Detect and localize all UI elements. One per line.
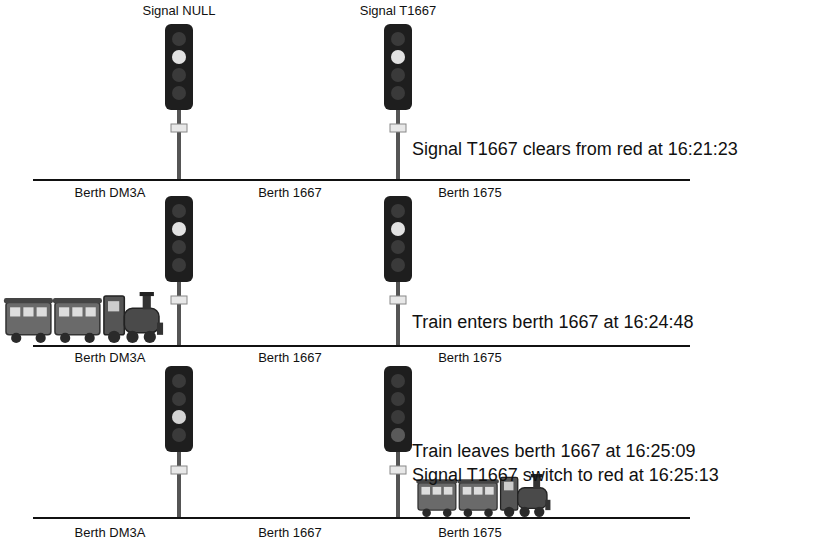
- berth-name: Berth 1667: [258, 351, 322, 365]
- event-note: Signal T1667 clears from red at 16:21:23: [412, 140, 738, 160]
- train-icon: [4, 292, 163, 343]
- signal-post: [165, 196, 412, 346]
- track-line: [33, 179, 690, 181]
- event-note: Train leaves berth 1667 at 16:25:09: [412, 442, 696, 462]
- signal-name: Signal T1667: [360, 4, 436, 18]
- track-line: [33, 517, 690, 519]
- signal-name: Signal NULL: [143, 4, 216, 18]
- berth-name: Berth 1675: [438, 186, 502, 200]
- berth-name: Berth DM3A: [75, 186, 146, 200]
- track-line: [33, 345, 690, 347]
- signal-post: [165, 24, 412, 180]
- berth-name: Berth 1675: [438, 526, 502, 540]
- signal-post: [165, 366, 412, 518]
- event-note: Train enters berth 1667 at 16:24:48: [412, 313, 694, 333]
- berth-name: Berth 1667: [258, 186, 322, 200]
- event-note: Signal T1667 switch to red at 16:25:13: [412, 466, 719, 486]
- berth-name: Berth 1675: [438, 351, 502, 365]
- berth-name: Berth DM3A: [75, 351, 146, 365]
- berth-name: Berth 1667: [258, 526, 322, 540]
- berth-name: Berth DM3A: [75, 526, 146, 540]
